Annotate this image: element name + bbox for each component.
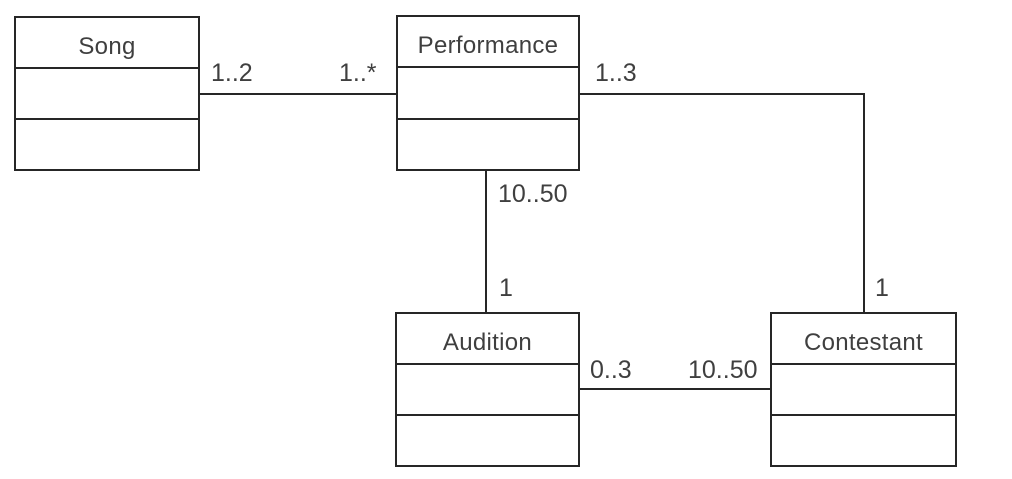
class-attributes-compartment-song <box>16 67 198 118</box>
class-name-audition: Audition <box>442 329 533 356</box>
class-operations-compartment-performance <box>398 117 578 170</box>
class-attributes-compartment-contestant <box>772 363 955 414</box>
class-operations-compartment-song <box>16 118 198 169</box>
class-name-song: Song <box>78 33 136 60</box>
multiplicity-song-performance-at-song: 1..2 <box>211 59 253 87</box>
association-line-performance-contestant-horizontal <box>580 93 865 95</box>
class-attributes-compartment-performance <box>398 66 578 118</box>
multiplicity-performance-audition-at-audition: 1 <box>499 274 513 302</box>
multiplicity-song-performance-at-performance: 1..* <box>339 59 377 87</box>
association-line-audition-contestant <box>580 388 770 390</box>
association-line-performance-contestant-vertical <box>863 93 865 312</box>
class-box-song: Song <box>14 16 200 171</box>
association-line-song-performance <box>200 93 396 95</box>
class-box-audition: Audition <box>395 312 580 467</box>
multiplicity-performance-contestant-at-performance: 1..3 <box>595 59 637 87</box>
multiplicity-performance-audition-at-performance: 10..50 <box>498 180 568 208</box>
multiplicity-audition-contestant-at-audition: 0..3 <box>590 356 632 384</box>
class-operations-compartment-audition <box>397 414 578 465</box>
class-attributes-compartment-audition <box>397 363 578 414</box>
class-box-contestant: Contestant <box>770 312 957 467</box>
class-name-performance: Performance <box>417 32 559 59</box>
class-box-performance: Performance <box>396 15 580 171</box>
association-line-performance-audition <box>485 171 487 312</box>
multiplicity-performance-contestant-at-contestant: 1 <box>875 274 889 302</box>
class-name-contestant: Contestant <box>803 329 924 356</box>
class-operations-compartment-contestant <box>772 414 955 465</box>
multiplicity-audition-contestant-at-contestant: 10..50 <box>688 356 758 384</box>
